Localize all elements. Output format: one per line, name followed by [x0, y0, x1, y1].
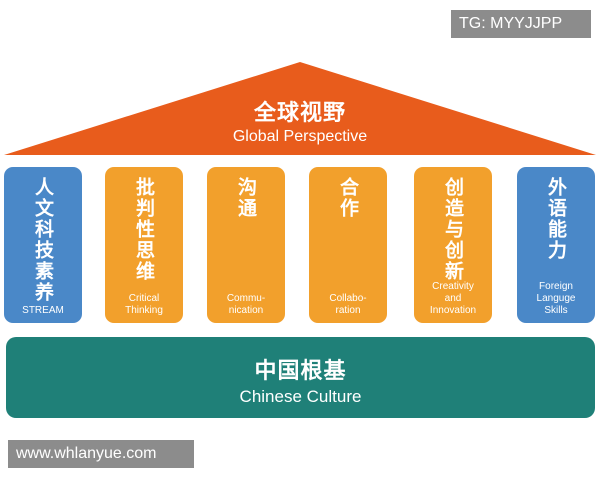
watermark-bottom: www.whlanyue.com [8, 440, 194, 468]
base-title-zh: 中国根基 [254, 359, 347, 384]
roof-title-en: Global Perspective [232, 128, 368, 145]
pillar-stream-zh: 人文科技素养 [32, 177, 54, 303]
pillar-collaboration: 合作 Collabo- ration [309, 167, 387, 323]
pillar-communication-zh: 沟通 [235, 177, 257, 219]
base-title-en: Chinese Culture [239, 387, 362, 406]
pillar-creativity: 创造与创新 Creativity and Innovation [414, 167, 492, 323]
pillar-collaboration-zh: 合作 [337, 177, 359, 219]
pillar-foreign-language-en: Foreign Languge Skills [536, 281, 576, 316]
pillar-communication-en: Commu- nication [226, 293, 266, 316]
pillar-communication: 沟通 Commu- nication [207, 167, 285, 323]
pillar-stream: 人文科技素养 STREAM [4, 167, 82, 323]
roof-triangle [4, 62, 596, 155]
pillar-critical-thinking-en: Critical Thinking [125, 293, 163, 316]
pillar-creativity-zh: 创造与创新 [442, 177, 464, 282]
pillar-collaboration-en: Collabo- ration [329, 293, 367, 316]
pillar-foreign-language-zh: 外语能力 [545, 177, 567, 261]
pillar-critical-thinking: 批判性思维 Critical Thinking [105, 167, 183, 323]
pillar-critical-thinking-zh: 批判性思维 [133, 177, 155, 282]
pillar-stream-en: STREAM [22, 305, 64, 316]
pillar-foreign-language: 外语能力 Foreign Languge Skills [517, 167, 595, 323]
pillar-creativity-en: Creativity and Innovation [429, 281, 477, 316]
roof-title-zh: 全球视野 [253, 101, 346, 126]
watermark-top: TG: MYYJJPP [451, 10, 591, 38]
foundation-base: 中国根基 Chinese Culture [6, 337, 595, 418]
